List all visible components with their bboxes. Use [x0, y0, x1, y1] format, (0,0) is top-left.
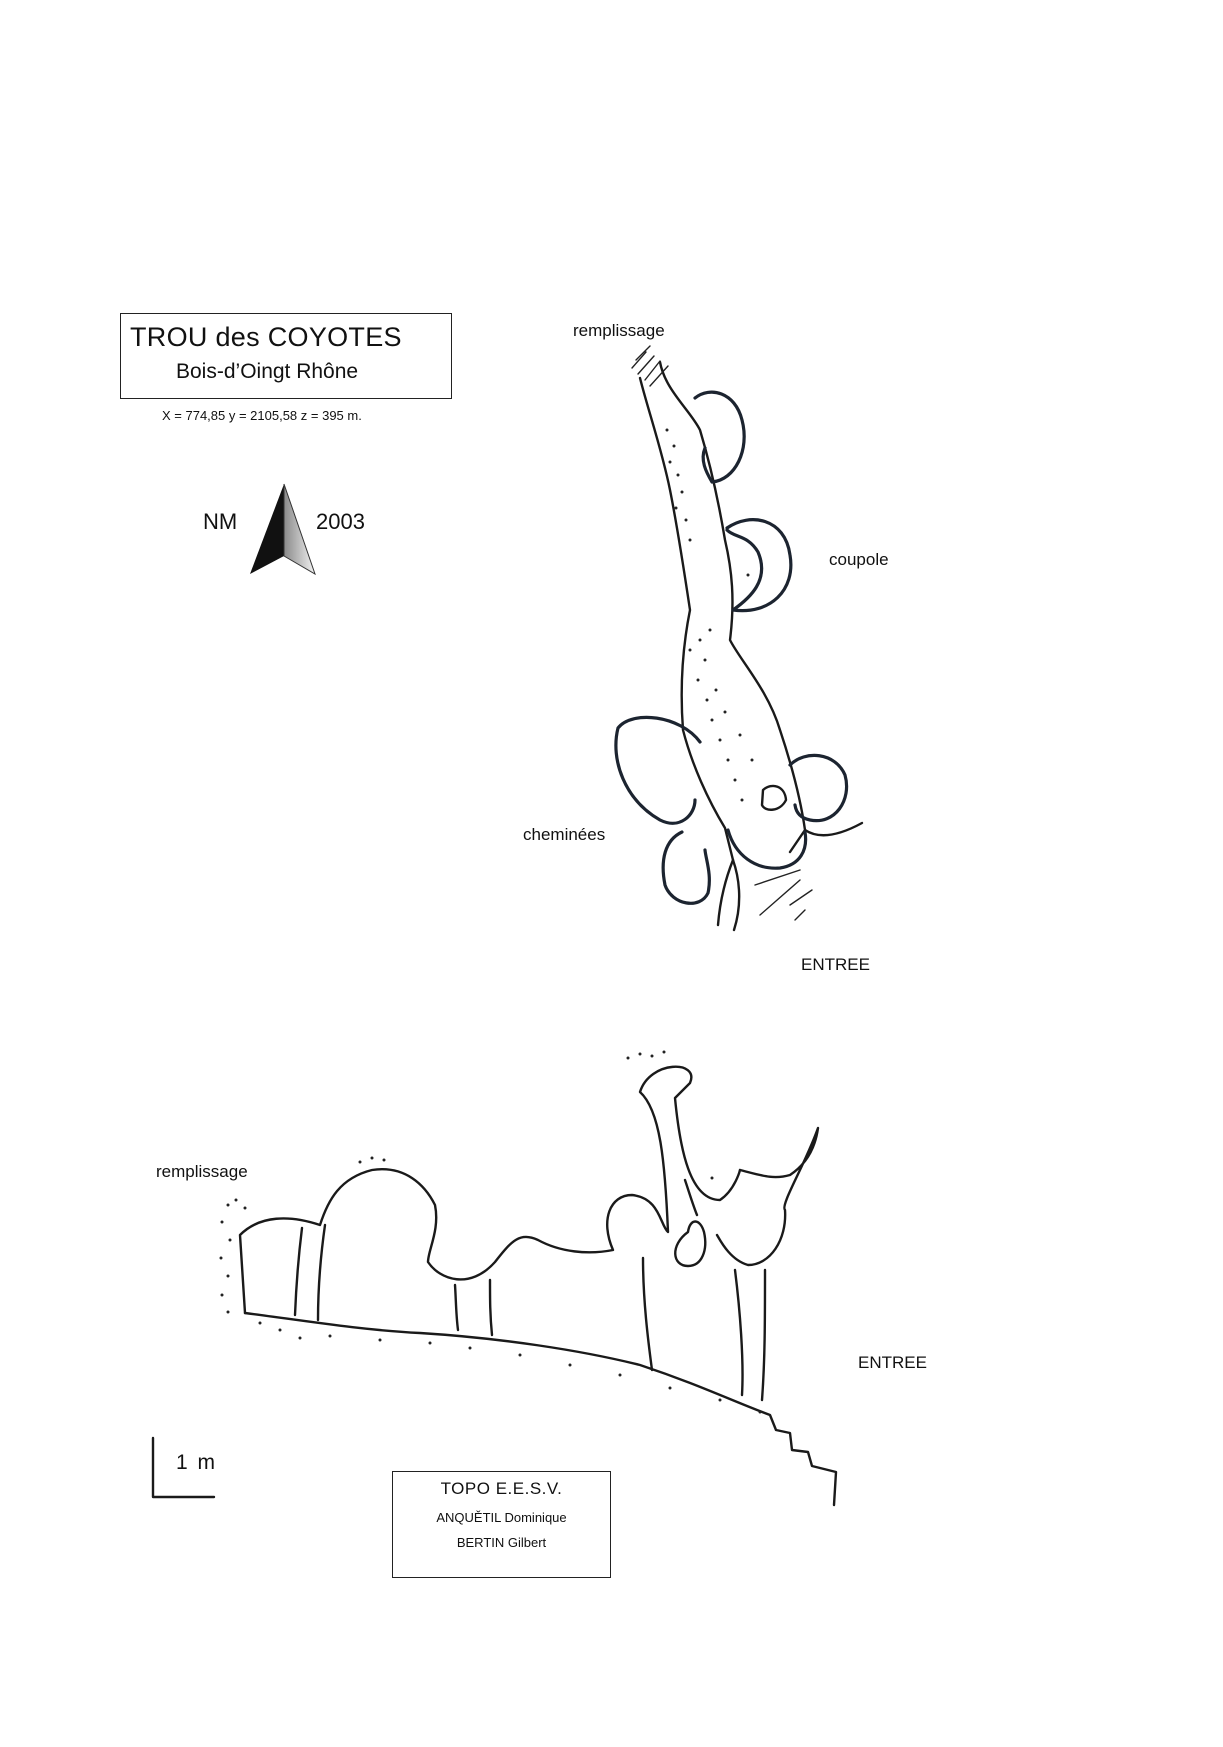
- plan-wall-entry-right: [803, 821, 864, 837]
- map-location: Bois-d’Oingt Rhône: [176, 360, 359, 383]
- north-label: NM: [203, 509, 238, 534]
- plan-chimney-left: [614, 715, 702, 825]
- section-view: [219, 1050, 838, 1507]
- plan-rock: [760, 784, 788, 811]
- section-pillar-1: [293, 1223, 327, 1322]
- section-label-remplissage: remplissage: [156, 1162, 248, 1181]
- survey-year: 2003: [316, 509, 365, 534]
- section-floor: [243, 1311, 838, 1507]
- plan-chimney-right: [788, 753, 849, 823]
- credits-author-2: BERTIN Gilbert: [456, 1535, 547, 1550]
- plan-lobe-center: [726, 828, 808, 870]
- section-right-wall: [715, 1126, 820, 1267]
- section-fill-dots: [219, 1050, 762, 1414]
- plan-debris: [754, 869, 813, 921]
- credits-frame: [392, 1471, 611, 1578]
- section-pillar-3: [641, 1256, 654, 1372]
- plan-alcove-top: [693, 390, 746, 484]
- section-pillar-2: [453, 1278, 494, 1337]
- credits-author-1: ANQUĚTIL Dominique: [436, 1510, 567, 1525]
- section-ceiling: [238, 1065, 742, 1315]
- section-pillar-4: [733, 1268, 767, 1402]
- plan-label-remplissage: remplissage: [573, 321, 665, 340]
- plan-coupole: [725, 518, 793, 613]
- plan-label-cheminees: cheminées: [523, 825, 606, 844]
- plan-fill-hatch: [631, 345, 669, 387]
- map-title: TROU des COYOTES: [130, 322, 402, 352]
- plan-chimney-small: [661, 830, 711, 905]
- north-arrow-icon: [250, 483, 316, 576]
- section-label-entree: ENTREE: [858, 1353, 927, 1372]
- plan-wall-entry-left: [716, 858, 735, 927]
- section-loop: [674, 1220, 707, 1268]
- plan-view: [614, 345, 864, 932]
- scale-bar: [151, 1436, 216, 1499]
- plan-label-coupole: coupole: [829, 550, 889, 569]
- plan-wall-right: [658, 360, 807, 854]
- scale-label: 1 m: [176, 1451, 218, 1474]
- credits-org: TOPO E.E.S.V.: [440, 1479, 563, 1498]
- map-coordinates: X = 774,85 y = 2105,58 z = 395 m.: [162, 408, 362, 423]
- plan-wall-left: [638, 376, 741, 932]
- plan-label-entree: ENTREE: [801, 955, 870, 974]
- section-spur: [683, 1178, 699, 1217]
- plan-dots: [665, 428, 754, 802]
- title-frame: [120, 313, 452, 399]
